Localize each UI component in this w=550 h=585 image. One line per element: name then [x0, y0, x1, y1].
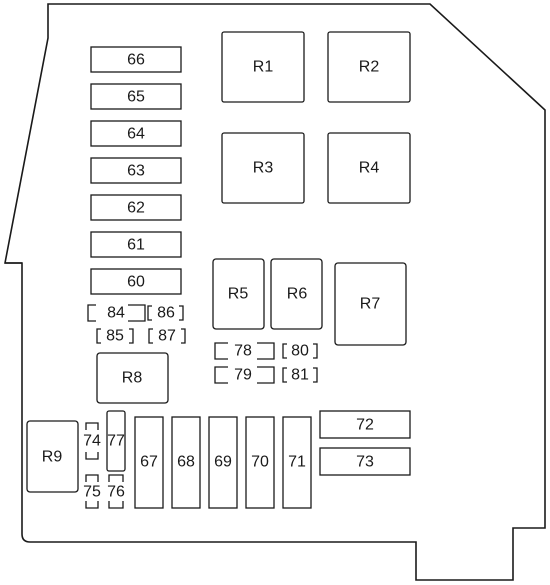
- relay-r9: R9: [26, 420, 79, 493]
- fuse-85: 85: [96, 328, 134, 345]
- fuse-78-label: 78: [234, 343, 252, 360]
- fuse-67: 67: [134, 416, 164, 509]
- fuse-80-label: 80: [291, 343, 309, 360]
- relay-r9-label: R9: [42, 449, 63, 466]
- relay-r7-label: R7: [360, 296, 381, 313]
- fuse-66: 66: [90, 46, 182, 73]
- fuse-62: 62: [90, 194, 182, 221]
- relay-r7: R7: [334, 262, 407, 346]
- fuse-63: 63: [90, 157, 182, 184]
- relay-r1: R1: [221, 31, 305, 103]
- fuse-87-label: 87: [158, 328, 176, 345]
- fuse-61-label: 61: [127, 237, 145, 254]
- fuse-84: 84: [87, 304, 146, 322]
- fuse-66-label: 66: [127, 52, 145, 69]
- relay-r6-label: R6: [287, 286, 308, 303]
- fuse-68-label: 68: [177, 454, 195, 471]
- fuse-86: 86: [147, 305, 184, 322]
- fuse-65-label: 65: [127, 89, 145, 106]
- fuse-77: 77: [106, 410, 126, 472]
- fuse-76: 76: [107, 474, 125, 509]
- relay-r2: R2: [327, 31, 411, 103]
- relay-r5-label: R5: [228, 286, 249, 303]
- relay-r8-label: R8: [122, 370, 143, 387]
- relay-r2-label: R2: [359, 59, 380, 76]
- fuse-67-label: 67: [140, 454, 158, 471]
- fuse-85-label: 85: [106, 328, 124, 345]
- tall-fuse-row: 67 68 69 70 71: [134, 416, 312, 509]
- fuse-84-label: 84: [107, 305, 125, 322]
- fuse-60: 60: [90, 268, 182, 295]
- relay-r1-label: R1: [253, 59, 274, 76]
- fuse-80: 80: [282, 343, 318, 360]
- relay-r3: R3: [221, 132, 305, 204]
- fuse-74: 74: [83, 422, 101, 460]
- relay-r4-label: R4: [359, 160, 380, 177]
- fuse-64: 64: [90, 120, 182, 147]
- fuse-81: 81: [282, 367, 318, 384]
- fuse-stack: 66 65 64 63 62 61 60: [90, 46, 182, 295]
- fuse-79-label: 79: [234, 367, 252, 384]
- relay-r6: R6: [270, 258, 323, 330]
- fuse-75-label: 75: [83, 484, 101, 501]
- fuse-81-label: 81: [291, 367, 309, 384]
- fuse-63-label: 63: [127, 163, 145, 180]
- relay-r8: R8: [96, 352, 169, 404]
- relay-r4: R4: [327, 132, 411, 204]
- fuse-77-label: 77: [107, 433, 125, 450]
- fuse-65: 65: [90, 83, 182, 110]
- fuse-78: 78: [214, 342, 275, 360]
- fuse-70: 70: [245, 416, 275, 509]
- fuse-64-label: 64: [127, 126, 145, 143]
- fuse-box-outline: [4, 3, 546, 581]
- fuse-74-label: 74: [83, 433, 101, 450]
- fuse-60-label: 60: [127, 274, 145, 291]
- fuse-75: 75: [83, 474, 101, 509]
- fuse-86-label: 86: [157, 305, 175, 322]
- fuse-62-label: 62: [127, 200, 145, 217]
- fuse-71: 71: [282, 416, 312, 509]
- fuse-68: 68: [171, 416, 201, 509]
- relay-r3-label: R3: [253, 160, 274, 177]
- fuse-76-label: 76: [107, 484, 125, 501]
- fuse-73: 73: [319, 447, 411, 476]
- fuse-69-label: 69: [214, 454, 232, 471]
- fuse-79: 79: [214, 366, 275, 384]
- fuse-72-label: 72: [356, 417, 374, 434]
- fuse-61: 61: [90, 231, 182, 258]
- fuse-71-label: 71: [288, 454, 306, 471]
- fuse-69: 69: [208, 416, 238, 509]
- fuse-70-label: 70: [251, 454, 269, 471]
- fuse-87: 87: [148, 328, 186, 345]
- relay-r5: R5: [212, 258, 265, 330]
- fuse-73-label: 73: [356, 454, 374, 471]
- fuse-72: 72: [319, 410, 411, 439]
